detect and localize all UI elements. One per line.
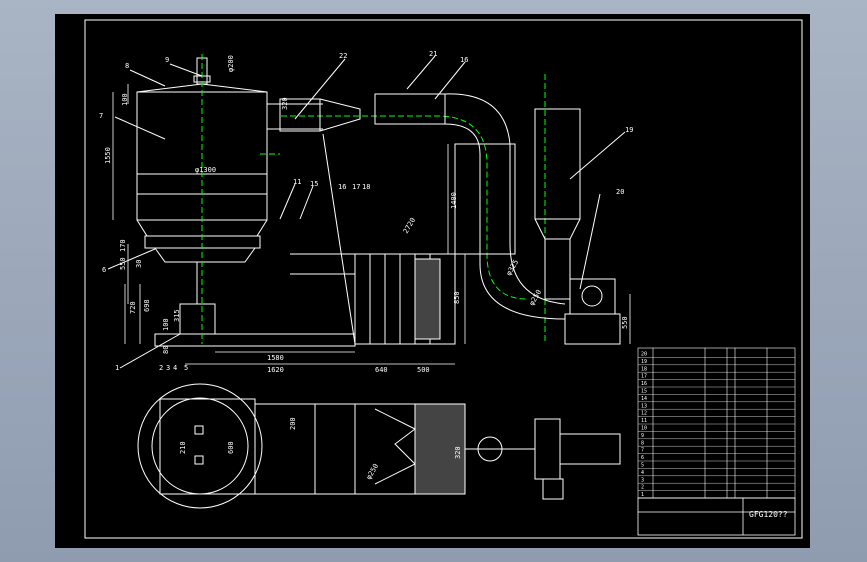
drawing-name: GFG120??: [749, 510, 788, 519]
plan-view: [137, 383, 621, 509]
title-block: [637, 497, 796, 536]
parts-row-number: 10: [641, 426, 647, 432]
balloon-16b: 16: [338, 183, 346, 191]
balloon-22: 22: [339, 52, 347, 60]
dim-2720: 2720: [402, 216, 417, 235]
dim-320: 320: [281, 97, 289, 110]
dim-1550: 1550: [104, 147, 112, 164]
balloon-11: 11: [293, 178, 301, 186]
dim-500: 500: [417, 366, 430, 374]
parts-row-number: 13: [641, 403, 647, 409]
dim-850: 850: [453, 291, 461, 304]
duct-pipe: [279, 93, 566, 320]
balloon-18: 18: [362, 183, 370, 191]
dim-1580: 1580: [267, 354, 284, 362]
parts-row-number: 6: [641, 455, 644, 461]
dim-plan-600: 600: [227, 441, 235, 454]
dim-250: φ250: [528, 288, 543, 307]
dryer-vessel: [136, 57, 356, 347]
dim-325: φ325: [505, 258, 520, 277]
parts-row-number: 14: [641, 396, 647, 402]
parts-row-number: 19: [641, 359, 647, 365]
drawing-sheet: 9 8 22 21 16 7 19 11 15 16 17 18 20 6 1 …: [55, 14, 810, 548]
dim-640: 640: [375, 366, 388, 374]
dim-698: 698: [143, 299, 151, 312]
dim-top-dia: φ200: [227, 55, 235, 72]
balloon-20: 20: [616, 188, 624, 196]
dim-1620: 1620: [267, 366, 284, 374]
dim-315: 315: [173, 309, 181, 322]
balloon-19: 19: [625, 126, 633, 134]
balloon-16: 16: [460, 56, 468, 64]
parts-row-number: 5: [641, 463, 644, 469]
dim-vessel-dia: φ1300: [195, 166, 216, 174]
dimension-text: φ200 1550 100 φ1300 320 170 550 30 720 6…: [104, 55, 629, 481]
dim-550r: 550: [621, 316, 629, 329]
parts-row-number: 11: [641, 418, 647, 424]
dim-30: 30: [135, 260, 143, 268]
dim-170: 170: [119, 239, 127, 252]
parts-row-number: 4: [641, 470, 644, 476]
balloon-labels: 9 8 22 21 16 7 19 11 15 16 17 18 20 6 1 …: [99, 50, 633, 372]
inner-frame: [84, 19, 803, 539]
dim-plan-320: 320: [454, 446, 462, 459]
parts-row-number: 17: [641, 374, 647, 380]
dim-720: 720: [129, 301, 137, 314]
cyclone-fan: [534, 108, 621, 345]
balloon-7: 7: [99, 112, 103, 120]
balloon-9: 9: [165, 56, 169, 64]
dim-550: 550: [119, 257, 127, 270]
filter-section: [290, 133, 456, 345]
dim-1400: 1400: [450, 192, 458, 209]
parts-row-number: 9: [641, 433, 644, 439]
dimension-lines: [112, 84, 631, 365]
balloon-5: 5: [184, 364, 188, 372]
dim-100b: 100: [162, 318, 170, 331]
balloon-2: 2: [159, 364, 163, 372]
parts-row-number: 16: [641, 381, 647, 387]
parts-row-number: 15: [641, 389, 647, 395]
parts-row-number: 2: [641, 485, 644, 491]
balloon-6: 6: [102, 266, 106, 274]
balloon-8: 8: [125, 62, 129, 70]
parts-row-number: 8: [641, 440, 644, 446]
parts-row-number: 7: [641, 448, 644, 454]
balloon-3: 3: [166, 364, 170, 372]
balloon-leaders: [107, 55, 626, 369]
parts-row-number: 3: [641, 477, 644, 483]
cad-drawing: 9 8 22 21 16 7 19 11 15 16 17 18 20 6 1 …: [84, 19, 803, 539]
centerlines: [201, 54, 546, 344]
parts-row-number: 12: [641, 411, 647, 417]
parts-row-number: 20: [641, 352, 647, 358]
parts-list: [637, 347, 796, 499]
balloon-17: 17: [352, 183, 360, 191]
parts-row-number: 1: [641, 492, 644, 498]
dim-plan-200: 200: [289, 417, 297, 430]
dim-plan-210: 210: [179, 441, 187, 454]
parts-row-number: 18: [641, 366, 647, 372]
balloon-1: 1: [115, 364, 119, 372]
balloon-4: 4: [173, 364, 177, 372]
balloon-21: 21: [429, 50, 437, 58]
dim-100: 100: [121, 93, 129, 106]
balloon-15: 15: [310, 180, 318, 188]
dim-80: 80: [162, 346, 170, 354]
dim-plan-250: φ250: [365, 462, 380, 481]
